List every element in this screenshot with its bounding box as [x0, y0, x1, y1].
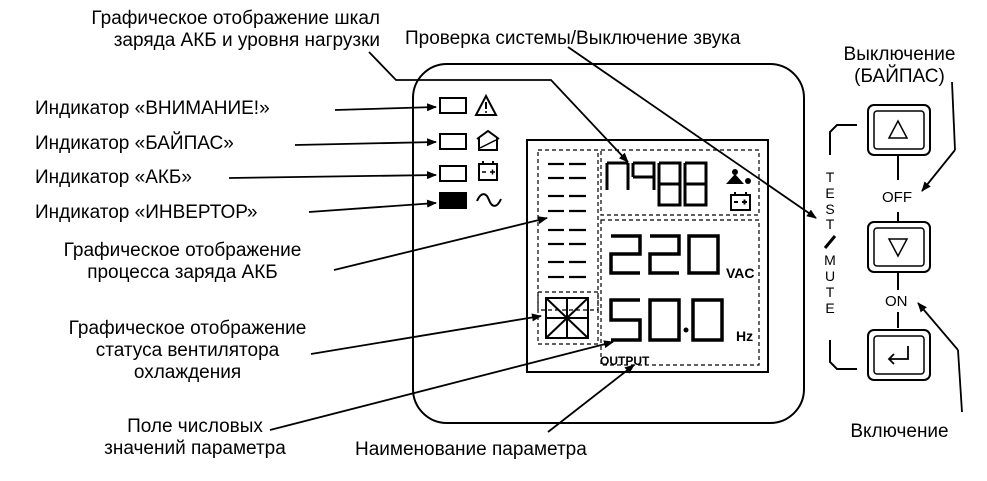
dashed-frames — [537, 149, 760, 366]
svg-text:T: T — [826, 216, 835, 232]
battery-indicator — [439, 161, 498, 182]
svg-text:T: T — [826, 284, 835, 300]
up-button[interactable] — [867, 104, 931, 156]
inverter-indicator — [439, 192, 502, 209]
param-name-label: Наименование параметра — [355, 439, 587, 460]
lcd-screen — [526, 139, 769, 373]
graph-scales-label: Графическое отображение шкал заряда АКБ … — [91, 8, 380, 51]
fan-graph-label: Графическое отображение статуса вентилят… — [68, 318, 307, 383]
warning-indicator — [439, 93, 498, 116]
decimal-point — [683, 327, 689, 333]
enter-arrow-icon — [887, 346, 909, 365]
down-button[interactable] — [867, 221, 931, 273]
triangle-up-icon — [887, 119, 909, 139]
system-check-label: Проверка системы/Выключение звука — [405, 28, 741, 49]
svg-text:U: U — [825, 268, 835, 284]
battery-small-icon — [730, 192, 751, 211]
power-on-label: Включение — [850, 421, 949, 442]
bypass-indicator — [439, 129, 500, 151]
voltage-digits — [609, 234, 720, 275]
off-bypass-label: Выключение (БАЙПАС) — [843, 44, 956, 87]
panel-outline — [412, 63, 805, 424]
fan-status-icon — [545, 297, 589, 339]
svg-text:T: T — [826, 169, 835, 185]
svg-text:S: S — [825, 201, 834, 217]
svg-text:E: E — [825, 300, 834, 316]
bypass-indicator-label: Индикатор «БАЙПАС» — [35, 133, 234, 154]
svg-text:M: M — [824, 252, 836, 268]
warning-indicator-label: Индикатор «ВНИМАНИЕ!» — [35, 98, 270, 119]
output-label: OUTPUT — [600, 354, 650, 368]
triangle-down-icon — [887, 238, 909, 258]
charge-graph-label: Графическое отображение процесса заряда … — [63, 240, 302, 283]
leader-lines — [228, 46, 963, 433]
top-digits — [605, 161, 708, 207]
test-mute-label: T E S T M U T E — [823, 169, 837, 316]
frequency-unit: Hz — [736, 328, 753, 344]
button-column-frame — [829, 124, 899, 370]
voltage-unit: VAC — [726, 265, 755, 281]
load-icon — [726, 169, 751, 184]
frequency-digits — [609, 298, 724, 342]
inverter-indicator-label: Индикатор «ИНВЕРТОР» — [35, 202, 258, 223]
battery-indicator-label: Индикатор «АКБ» — [35, 167, 192, 188]
charge-bars — [548, 162, 586, 279]
off-label: OFF — [882, 189, 912, 206]
enter-button[interactable] — [867, 329, 931, 381]
value-field-label: Поле числовых значений параметра — [104, 416, 286, 459]
svg-text:E: E — [825, 185, 834, 201]
on-label: ON — [885, 293, 908, 310]
